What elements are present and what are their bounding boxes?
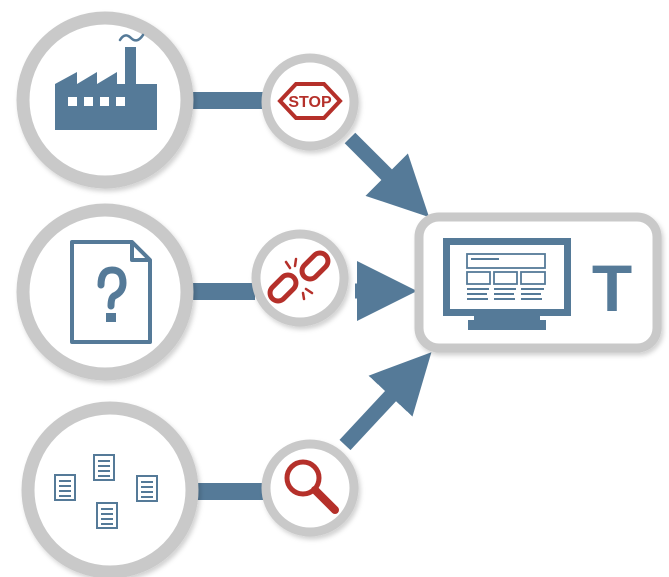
stop-sign-icon: STOP [277,82,343,120]
target-letter: T [592,251,632,325]
connector-middle [190,283,255,300]
source-circle-document [16,203,194,381]
unknown-document-icon [70,240,152,344]
broken-link-icon [267,250,331,304]
doc-page-3 [136,475,158,502]
connector-bottom [195,483,270,500]
doc-page-2 [93,454,115,481]
gate-circle-stop [261,53,359,151]
monitor-dashboard-icon [443,238,571,330]
connectors [185,92,432,500]
magnifier-icon [284,459,339,514]
gate-circle-search [261,439,359,537]
arrow-top [344,132,430,218]
arrow-bottom [339,352,432,451]
gate-circle-link [251,229,349,327]
doc-page-1 [54,474,76,501]
stop-sign-text: STOP [288,94,332,111]
doc-page-4 [96,502,118,529]
connector-top [185,92,270,109]
factory-icon [55,33,157,130]
documents-cluster-icon [54,454,158,529]
source-circle-documents [21,401,199,577]
